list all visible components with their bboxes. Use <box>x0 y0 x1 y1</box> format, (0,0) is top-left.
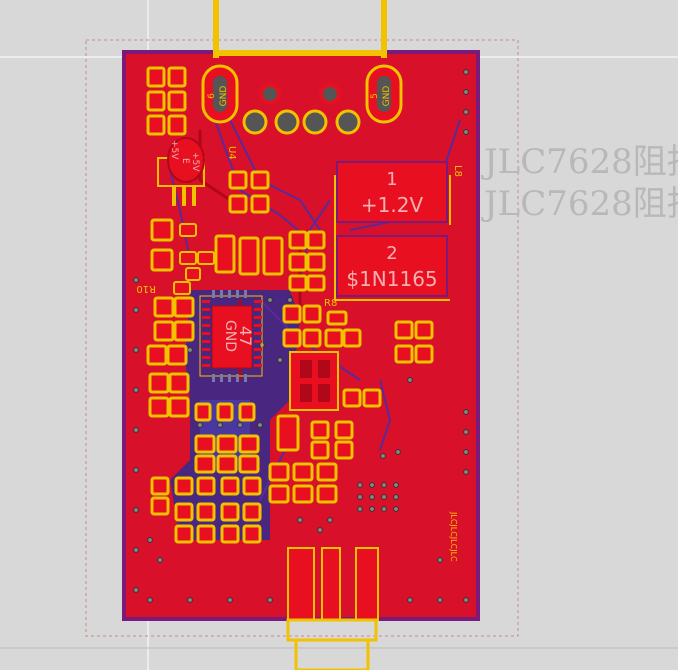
r10-designator: R10 <box>136 283 156 294</box>
power-pad-square[interactable] <box>289 351 339 411</box>
smd-pads-lower-right[interactable] <box>276 388 382 460</box>
connector-pad-left-net: GND <box>219 86 229 107</box>
smd-pads-chip-top[interactable] <box>214 230 326 292</box>
qfn-chip[interactable] <box>199 290 263 382</box>
edge-connector[interactable] <box>286 547 379 670</box>
l8-pad1-number: 1 <box>386 169 397 190</box>
external-trace-right <box>381 0 387 58</box>
smd-pads-left-column[interactable] <box>146 218 195 418</box>
r10-footprint[interactable] <box>173 223 215 295</box>
chip-pin-number: 47 <box>236 326 255 346</box>
smd-pads-right-mid[interactable] <box>394 320 434 364</box>
connector-pad-6[interactable] <box>201 64 239 124</box>
connector-pins[interactable] <box>242 83 361 135</box>
smd-pads-u4-right[interactable] <box>228 170 270 214</box>
background-text-line2: JLC7628阻抗 <box>481 184 678 224</box>
via-array <box>133 69 469 603</box>
connector-pad-5[interactable] <box>365 64 403 124</box>
keepout-outline <box>85 39 519 637</box>
r8-designator: R8 <box>324 298 337 309</box>
connector-pad-left-number: 6 <box>207 93 217 99</box>
smd-pads-lower-cluster[interactable] <box>150 402 338 544</box>
external-trace-left <box>213 0 219 58</box>
u4-pin-label-a: +5V <box>169 140 179 160</box>
smd-pads-upper-left[interactable] <box>146 66 187 136</box>
background-text-line1: JLC7628阻抗 <box>481 142 678 182</box>
u4-pin-label-c: E <box>180 158 190 164</box>
chip-net-label: GND <box>222 320 238 352</box>
connector-outline <box>215 50 385 56</box>
l8-pad-2[interactable] <box>336 235 448 297</box>
r8-footprint[interactable] <box>282 304 362 348</box>
connector-pad-right-number: 5 <box>370 93 380 99</box>
l8-pad1-net: +1.2V <box>361 193 424 217</box>
u4-pin-label-b: +5V <box>190 152 200 172</box>
connector-pad-right-net: GND <box>382 86 392 107</box>
u4-footprint[interactable] <box>157 137 205 206</box>
l8-pad2-net: $1N1165 <box>346 267 437 291</box>
l8-designator: L8 <box>452 165 463 177</box>
l8-pad2-number: 2 <box>386 243 397 264</box>
l8-pad-1[interactable] <box>336 161 448 223</box>
order-mark: JLCJLCJLCJLC <box>449 511 458 562</box>
l8-silk-outline <box>334 175 450 301</box>
u4-designator: U4 <box>226 146 237 160</box>
